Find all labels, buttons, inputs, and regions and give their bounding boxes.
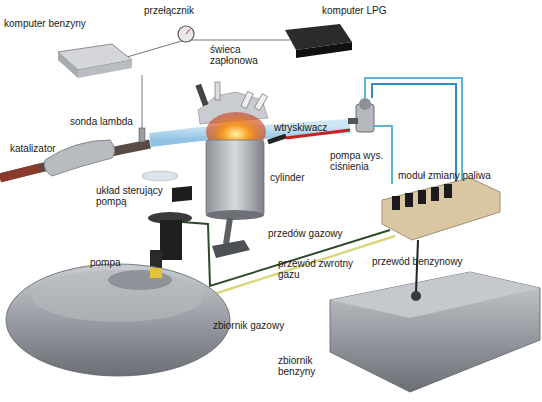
- module-connector: [418, 190, 426, 204]
- valve: [254, 94, 267, 111]
- gas-line: [182, 222, 390, 286]
- part-label: cylinder: [270, 172, 330, 183]
- injector: [268, 136, 286, 142]
- lpg-tank: [6, 264, 230, 376]
- part-label: przewód benzynowy: [372, 256, 482, 267]
- part-label: zbiornik benzyny: [278, 355, 338, 377]
- lpg-pump: [160, 220, 182, 260]
- lpg-tank-well: [108, 270, 172, 290]
- part-label: przełącznik: [144, 5, 224, 16]
- spark-plug: [215, 82, 220, 100]
- part-label: sonda lambda: [70, 116, 150, 127]
- switch-gauge: [178, 26, 194, 42]
- module-connectors: [392, 184, 452, 210]
- lpg-tank-top: [32, 270, 204, 322]
- petrol-ecu-side: [58, 52, 78, 78]
- part-label: komputer LPG: [322, 5, 412, 16]
- lpg-ecu-front: [296, 42, 352, 58]
- petrol-tank-port: [411, 291, 421, 301]
- lambda-sensor: [139, 128, 145, 142]
- lpg-valve: [150, 268, 162, 278]
- signal-wire: [142, 75, 143, 130]
- pump-connector: [348, 118, 358, 124]
- module-connector: [392, 196, 400, 210]
- signal-wire: [110, 40, 290, 62]
- switch-needle: [186, 29, 190, 34]
- part-label: świeca zapłonowa: [210, 44, 272, 66]
- part-label: przedów gazowy: [268, 228, 358, 239]
- crankshaft: [212, 240, 250, 258]
- part-label: moduł zmiany paliwa: [398, 170, 518, 181]
- petrol-tank-top: [330, 272, 540, 318]
- part-label: pompa: [90, 257, 140, 268]
- module-connector: [444, 184, 452, 198]
- cylinder-bottom: [206, 210, 264, 220]
- valve-spring: [195, 84, 208, 107]
- valve: [241, 91, 253, 108]
- part-label: zbiornik gazowy: [213, 320, 313, 331]
- fuel-switch-module: [382, 178, 500, 240]
- cylinder-body: [206, 140, 264, 216]
- exhaust-pipe-end: [0, 168, 40, 178]
- part-label: wtryskiwacz: [274, 122, 354, 133]
- part-label: pompa wys. ciśnienia: [330, 150, 392, 172]
- part-label: katalizator: [10, 143, 80, 154]
- petrol-tank: [330, 272, 540, 392]
- pump-control-disc: [142, 171, 178, 181]
- petrol-ecu-front: [78, 60, 132, 78]
- part-label: przewód zwrotny gazu: [278, 258, 356, 280]
- module-connector: [405, 193, 413, 207]
- pump-control-unit: [172, 186, 192, 202]
- module-connector: [431, 187, 439, 201]
- part-label: komputer benzyny: [4, 18, 104, 29]
- part-label: układ sterujący pompą: [96, 185, 178, 207]
- pump-cap: [359, 98, 371, 110]
- connecting-rod: [226, 218, 230, 244]
